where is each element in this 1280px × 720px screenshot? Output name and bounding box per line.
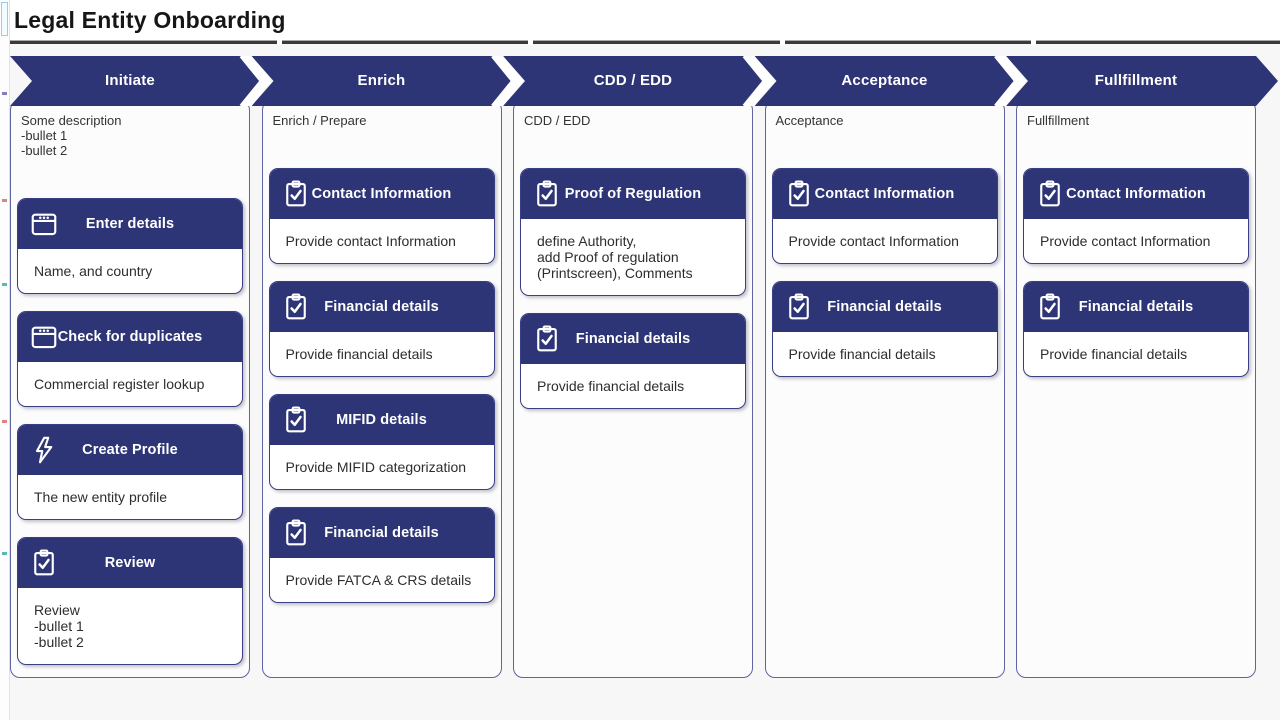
task-card-header[interactable]: Contact Information — [772, 169, 997, 219]
task-card-title: Enter details — [85, 216, 175, 232]
task-card-title: Financial details — [827, 299, 942, 315]
divider-gap — [780, 39, 785, 45]
task-card-title: Financial details — [1078, 299, 1194, 315]
title-divider — [0, 40, 1280, 41]
task-card-header[interactable]: Proof of Regulation — [521, 169, 745, 219]
task-card-title: Review — [104, 555, 156, 571]
task-card-header[interactable]: Enter details — [18, 199, 242, 249]
divider-gap — [1031, 39, 1036, 45]
phase-header[interactable]: CDD / EDD — [593, 72, 673, 89]
phase-column[interactable]: CDD / EDD Proof of Regulation define Auth… — [513, 100, 753, 678]
gutter-tick — [2, 199, 7, 202]
task-card-header[interactable]: Financial details — [1024, 282, 1248, 332]
task-card-body: define Authority, add Proof of regulatio… — [537, 233, 693, 281]
task-card-body: Provide contact Information — [788, 233, 959, 249]
phase-description: CDD / EDD — [524, 113, 591, 128]
task-card-title: Financial details — [324, 299, 439, 315]
task-card-body: Provide MIFID categorization — [285, 459, 467, 475]
phase-header[interactable]: Acceptance — [841, 72, 928, 89]
task-card[interactable]: Proof of Regulation define Authority, add… — [520, 168, 746, 296]
task-card-title: Contact Information — [814, 186, 955, 202]
gutter-tick — [2, 92, 7, 95]
task-card-header[interactable]: Contact Information — [269, 169, 494, 219]
phase-header[interactable]: Enrich — [357, 72, 406, 89]
phase-column[interactable]: Some description -bullet 1 -bullet 2 Ent… — [10, 100, 250, 678]
left-gutter — [0, 0, 10, 720]
phase-description: Fullfillment — [1027, 113, 1090, 128]
task-card-body: Provide contact Information — [285, 233, 456, 249]
task-card-header[interactable]: Review — [18, 538, 242, 588]
phase-header[interactable]: Fullfillment — [1094, 72, 1178, 89]
phase-arrows — [10, 56, 1278, 106]
task-card-title: Contact Information — [1066, 186, 1206, 202]
task-card-title: Check for duplicates — [57, 329, 203, 345]
task-card-title: Proof of Regulation — [564, 186, 702, 202]
task-card-header[interactable]: Financial details — [269, 508, 494, 558]
gutter-tick — [2, 283, 7, 286]
task-card-body: Provide contact Information — [1040, 233, 1211, 249]
task-card-header[interactable]: Financial details — [772, 282, 997, 332]
task-card-title: Create Profile — [82, 442, 178, 458]
task-card-body: Provide financial details — [537, 378, 685, 394]
task-card-body: Review -bullet 1 -bullet 2 — [34, 602, 84, 650]
task-card-body: Commercial register lookup — [34, 376, 205, 392]
task-card-body: Provide FATCA & CRS details — [285, 572, 472, 588]
task-card-title: MIFID details — [336, 412, 427, 428]
task-card-header[interactable]: MIFID details — [269, 395, 494, 445]
task-card-title: Contact Information — [311, 186, 452, 202]
task-card-header[interactable]: Contact Information — [1024, 169, 1248, 219]
gutter-tick — [2, 420, 7, 423]
task-card-title: Financial details — [324, 525, 439, 541]
phase-description: Enrich / Prepare — [272, 113, 367, 128]
title-divider-dark — [0, 41, 1280, 44]
task-card-body: Provide financial details — [285, 346, 433, 362]
divider-gap — [277, 39, 282, 45]
gutter-highlight — [1, 2, 8, 36]
task-card-title: Financial details — [575, 331, 691, 347]
phase-description: Some description -bullet 1 -bullet 2 — [21, 113, 122, 158]
task-card-body: The new entity profile — [34, 489, 168, 505]
title-bar: Legal Entity Onboarding — [9, 0, 1280, 40]
task-card-header[interactable]: Financial details — [269, 282, 494, 332]
task-card-body: Provide financial details — [788, 346, 936, 362]
task-card-body: Provide financial details — [1040, 346, 1188, 362]
page-title: Legal Entity Onboarding — [14, 7, 286, 33]
task-card-header[interactable]: Create Profile — [18, 425, 242, 475]
phase-description: Acceptance — [775, 113, 844, 128]
gutter-tick — [2, 552, 7, 555]
task-card-body: Name, and country — [34, 263, 153, 279]
divider-gap — [528, 39, 533, 45]
phase-header[interactable]: Initiate — [105, 72, 155, 89]
task-card-header[interactable]: Financial details — [521, 314, 745, 364]
task-card-header[interactable]: Check for duplicates — [18, 312, 242, 362]
